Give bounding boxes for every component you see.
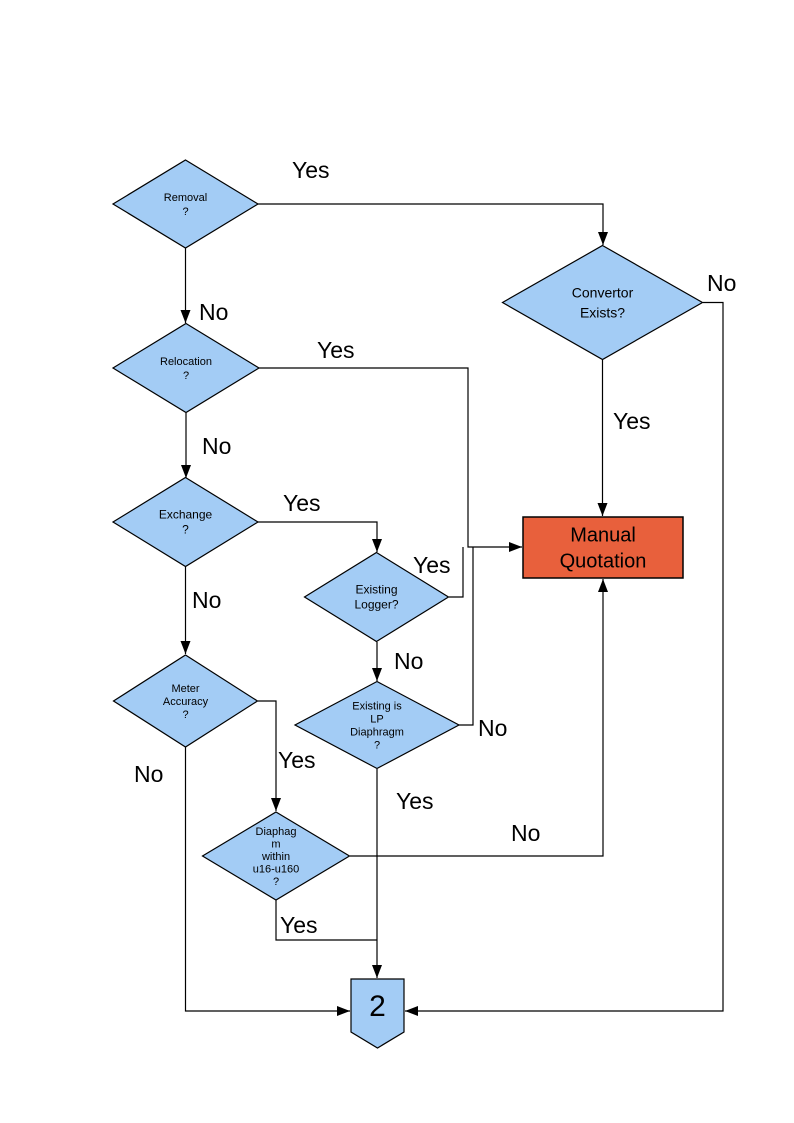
edge-logger-yes — [449, 547, 464, 598]
exchange-node — [111, 476, 260, 568]
connector-2-label: 2 — [369, 990, 386, 1023]
lp-diaphragm-node — [293, 680, 461, 770]
removal-no-label: No — [199, 299, 228, 325]
edge-exchange-yes — [258, 521, 382, 552]
exchange-no-label: No — [192, 587, 221, 613]
edge-lp-no — [459, 547, 474, 726]
edge-convertor-no — [405, 301, 724, 1016]
meter-yes-label: Yes — [278, 747, 316, 773]
logger-yes-label: Yes — [413, 552, 451, 578]
removal-yes-label: Yes — [292, 157, 330, 183]
diaphragm-no-label: No — [511, 820, 540, 846]
diaphragm-range-node — [201, 811, 351, 901]
exchange-label: Exchange? — [159, 508, 213, 537]
lp-no-label: No — [478, 715, 507, 741]
relocation-label: Relocation? — [160, 356, 212, 382]
edge-meter-yes — [258, 700, 281, 811]
logger-no-label: No — [394, 648, 423, 674]
relocation-node — [111, 322, 261, 414]
manual-quotation-node — [522, 516, 684, 579]
relocation-no-label: No — [202, 433, 231, 459]
convertor-no-label: No — [707, 270, 736, 296]
edge-removal-yes — [258, 203, 608, 245]
meter-no-label: No — [134, 761, 163, 787]
convertor-yes-label: Yes — [613, 408, 651, 434]
edge-diaphragm-yes — [275, 900, 377, 941]
convertor-exists-node — [501, 244, 704, 361]
removal-node — [111, 159, 260, 249]
removal-label: Removal? — [164, 192, 207, 218]
meter-accuracy-node — [112, 654, 259, 748]
existing-logger-node — [303, 551, 450, 643]
edge-diaphragm-no — [350, 579, 608, 857]
edge-relocation-yes — [259, 367, 522, 552]
connector-2-node — [350, 978, 405, 1049]
lp-yes-label: Yes — [396, 788, 434, 814]
relocation-yes-label: Yes — [317, 337, 355, 363]
exchange-yes-label: Yes — [283, 490, 321, 516]
edge-meter-no — [184, 747, 350, 1016]
diaphragm-yes-label: Yes — [280, 912, 318, 938]
